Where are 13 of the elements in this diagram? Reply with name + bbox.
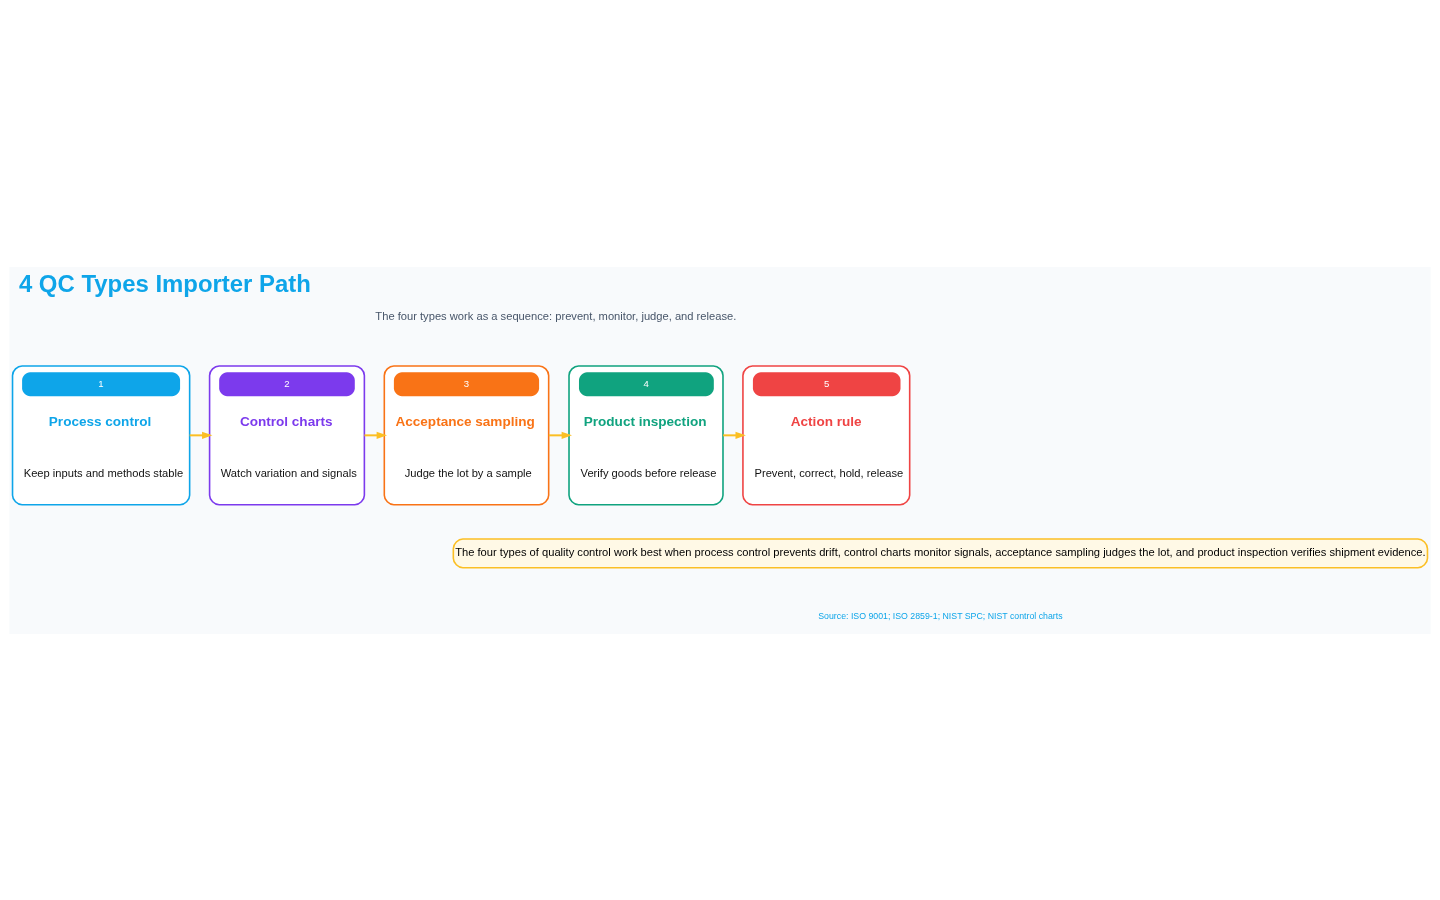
- arrow: [547, 431, 572, 439]
- node-box: The four types of quality control work best when process control prevents drift, control charts monitor signals, acceptance sampling judges the lot, and product inspection verifies shipment evidence.: [452, 537, 1429, 569]
- arrow: [722, 431, 746, 439]
- arrow: [363, 431, 387, 439]
- diagram-title: 4 QC Types Importer Path: [18, 269, 311, 297]
- node-box: 4 Product inspection Verify goods before release: [568, 364, 724, 506]
- arrow: [188, 431, 213, 439]
- node-box: 2 Control charts Watch variation and signals: [208, 364, 366, 506]
- label: Source: ISO 9001; ISO 2859-1; NIST SPC; NIST control charts: [818, 610, 1063, 621]
- label: The four types work as a sequence: prevent, monitor, judge, and release.: [375, 309, 737, 322]
- node-box: 1 Process control Keep inputs and methods stable: [11, 364, 191, 506]
- node-box: 5 Action rule Prevent, correct, hold, release: [742, 364, 911, 506]
- node-box: 3 Acceptance sampling Judge the lot by a sample: [383, 364, 550, 506]
